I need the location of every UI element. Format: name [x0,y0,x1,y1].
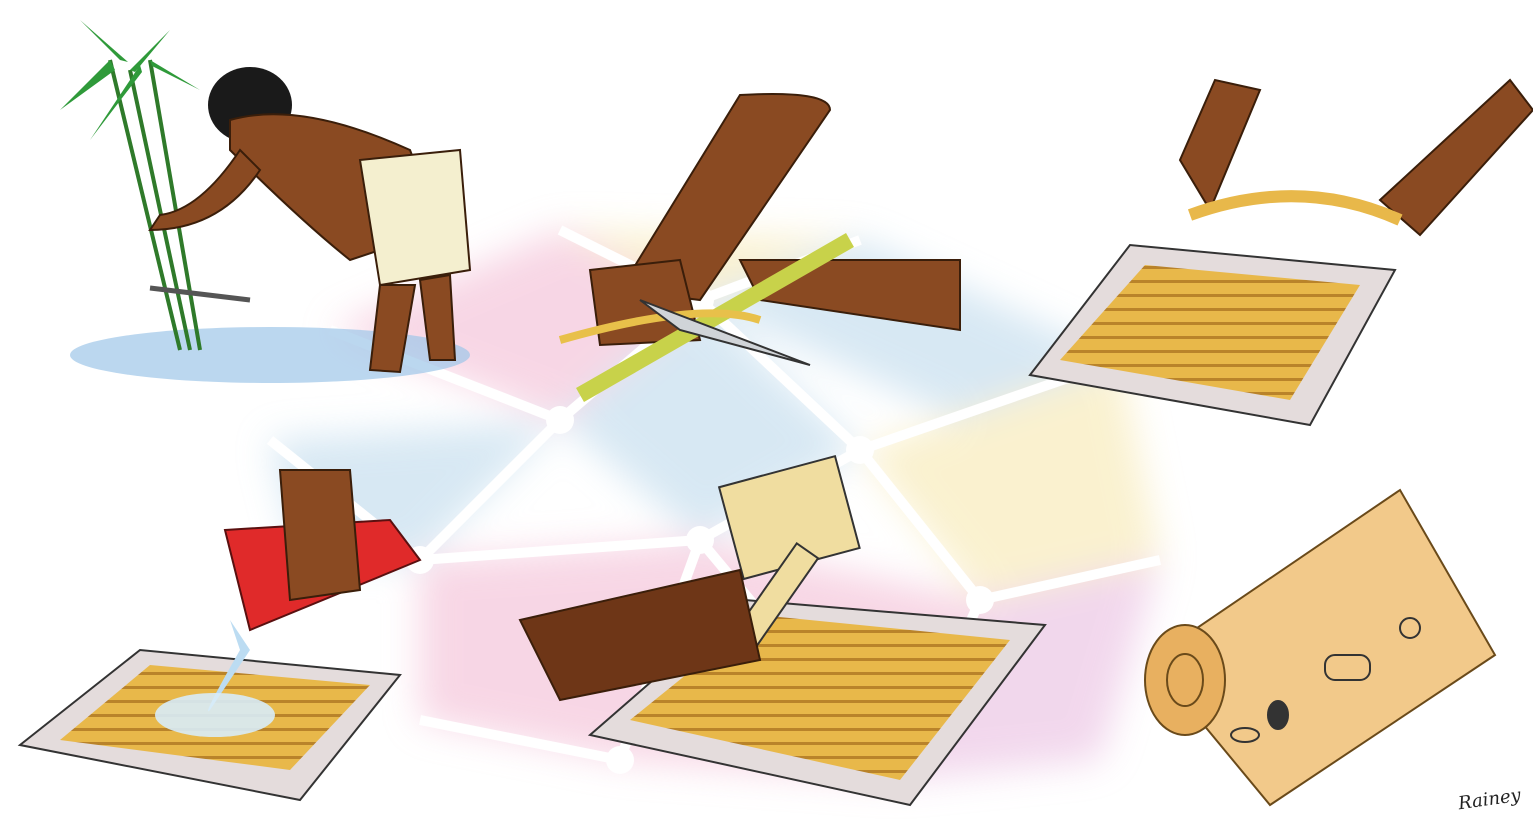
scroll-panel [1145,490,1495,805]
harvest-panel [60,20,470,383]
layer-panel [1030,80,1533,425]
